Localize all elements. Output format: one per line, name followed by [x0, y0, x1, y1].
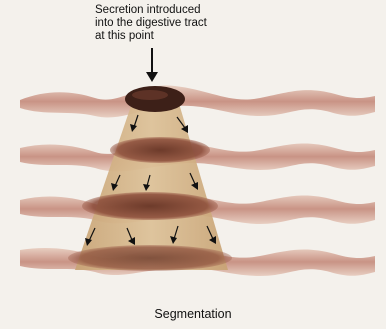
- secretion-spread-cone: [75, 100, 228, 270]
- entry-highlight: [132, 90, 168, 100]
- constriction-zone-3: [68, 245, 232, 271]
- tract-segment-1: [20, 86, 375, 118]
- constriction-zone-1: [110, 137, 210, 163]
- constriction-zone-2: [82, 192, 218, 220]
- figure-title: Segmentation: [0, 307, 386, 321]
- entry-arrow: [146, 48, 158, 82]
